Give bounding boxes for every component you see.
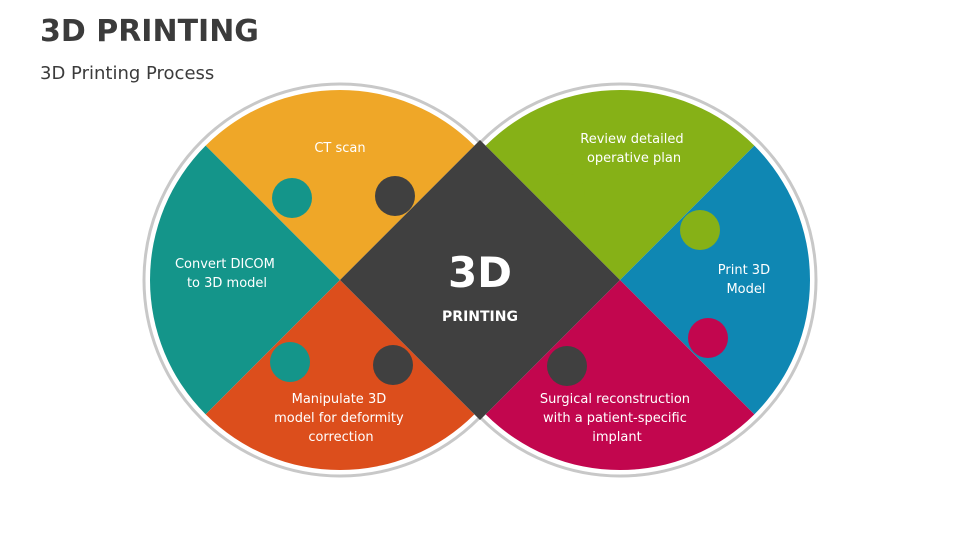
label-convert-dicom: Convert DICOM to 3D model [175,257,279,291]
center-subtitle: PRINTING [442,309,518,325]
label-line: with a patient-specific [543,411,687,426]
label-line: Print 3D [718,263,770,278]
label-line: CT scan [314,141,365,156]
label-ct-scan: CT scan [314,141,365,156]
knob-ct-scan [375,176,415,216]
knob-surgical-reconstruction [547,346,587,386]
label-line: Model [726,282,765,297]
knob-manipulate [373,345,413,385]
label-line: Convert DICOM [175,257,275,272]
label-line: implant [592,430,641,445]
knob-print-model [680,210,720,250]
label-line: Manipulate 3D [292,392,387,407]
label-line: to 3D model [187,276,267,291]
center-diamond [340,140,620,420]
label-surgical-reconstruction: Surgical reconstruction with a patient-s… [540,392,694,445]
puzzle-piece-convert-dicom [150,90,340,470]
label-review-plan: Review detailed operative plan [580,132,687,166]
label-line: correction [308,430,373,445]
knob-convert-dicom-lower [270,342,310,382]
label-line: model for deformity [274,411,404,426]
label-manipulate: Manipulate 3D model for deformity correc… [274,392,408,445]
label-print-model: Print 3D Model [718,263,774,297]
label-line: Review detailed [580,132,683,147]
label-line: Surgical reconstruction [540,392,690,407]
puzzle-piece-surgical-reconstruction [430,280,810,470]
label-line: operative plan [587,151,681,166]
puzzle-piece-review-plan [430,90,810,280]
puzzle-piece-print-model [620,90,810,470]
puzzle-piece-manipulate [150,280,530,470]
puzzle-piece-ct-scan [150,90,530,280]
page-title: 3D PRINTING [40,14,259,49]
center-title: 3D [448,248,512,297]
knob-convert-dicom [272,178,312,218]
page-subtitle: 3D Printing Process [40,63,215,84]
knob-print-model-lower [688,318,728,358]
knob-review-plan [545,173,585,213]
